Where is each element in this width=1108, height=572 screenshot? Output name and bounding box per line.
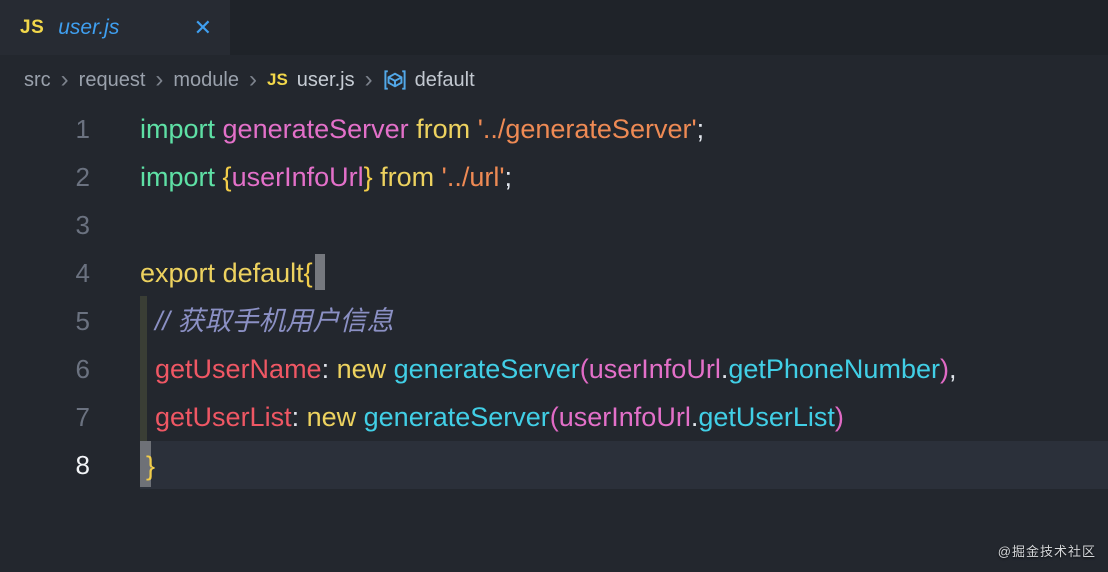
- breadcrumb: src › request › module › JS user.js › de…: [0, 55, 1108, 105]
- code-line-3[interactable]: 3: [0, 201, 1108, 249]
- line-content: getUserName: new generateServer(userInfo…: [155, 354, 957, 384]
- line-content: import {userInfoUrl} from '../url';: [140, 162, 513, 192]
- javascript-file-icon: JS: [20, 16, 45, 38]
- text-cursor: [140, 441, 151, 487]
- javascript-file-icon: JS: [267, 70, 288, 89]
- line-number: 2: [75, 162, 90, 192]
- code-line-4[interactable]: 4 export default{: [0, 249, 1108, 297]
- line-number: 4: [75, 258, 90, 288]
- chevron-right-icon: ›: [155, 66, 164, 93]
- breadcrumb-item-file[interactable]: user.js: [296, 68, 355, 91]
- chevron-right-icon: ›: [364, 66, 373, 93]
- code-line-8[interactable]: 8}: [0, 441, 1108, 489]
- line-number: 6: [75, 354, 90, 384]
- code-line-1[interactable]: 1 import generateServer from '../generate…: [0, 105, 1108, 153]
- chevron-right-icon: ›: [60, 66, 69, 93]
- watermark: @掘金技术社区: [997, 544, 1096, 559]
- code-editor[interactable]: 1 import generateServer from '../generate…: [0, 105, 1108, 489]
- line-number: 5: [75, 306, 90, 336]
- code-line-2[interactable]: 2 import {userInfoUrl} from '../url';: [0, 153, 1108, 201]
- tab-user-js[interactable]: JS user.js ✕: [0, 0, 230, 55]
- line-number: 3: [75, 210, 90, 240]
- breadcrumb-item-request[interactable]: request: [78, 68, 146, 91]
- line-content: import generateServer from '../generateS…: [140, 114, 705, 144]
- breadcrumb-item-module[interactable]: module: [173, 68, 239, 91]
- breadcrumb-symbol-label: default: [414, 68, 475, 91]
- code-line-5[interactable]: 5 // 获取手机用户信息: [0, 297, 1108, 345]
- line-content: getUserList: new generateServer(userInfo…: [155, 402, 844, 432]
- code-lines: 1 import generateServer from '../generate…: [0, 105, 1108, 489]
- active-indent-guide: [140, 296, 147, 441]
- line-content: }: [140, 441, 1108, 489]
- symbol-module-icon: [383, 68, 407, 92]
- code-line-7[interactable]: 7 getUserList: new generateServer(userIn…: [0, 393, 1108, 441]
- code-line-6[interactable]: 6 getUserName: new generateServer(userIn…: [0, 345, 1108, 393]
- line-number: 1: [75, 114, 90, 144]
- line-content: export default{: [140, 249, 1108, 297]
- line-content: // 获取手机用户信息: [155, 306, 394, 336]
- chevron-right-icon: ›: [249, 66, 257, 93]
- tab-bar: JS user.js ✕: [0, 0, 1108, 55]
- tab-title: user.js: [58, 15, 120, 39]
- breadcrumb-item-src[interactable]: src: [24, 68, 51, 91]
- line-number: 7: [75, 402, 90, 432]
- line-number: 8: [75, 450, 90, 480]
- breadcrumb-item-symbol[interactable]: default: [383, 68, 475, 92]
- line-content: [140, 201, 1108, 249]
- text-cursor: [314, 254, 325, 290]
- close-icon[interactable]: ✕: [193, 14, 212, 40]
